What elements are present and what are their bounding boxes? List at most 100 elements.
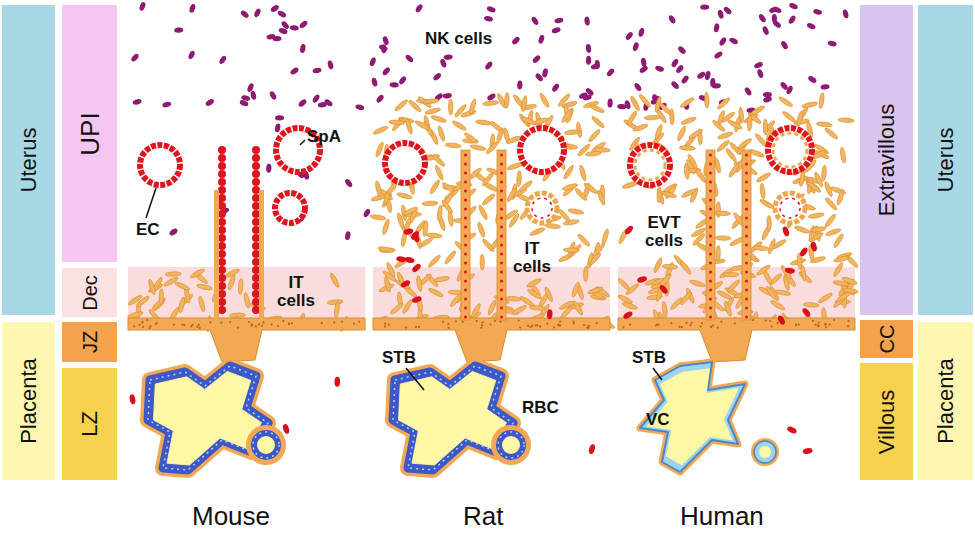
nk-cell (274, 123, 281, 133)
trophoblast-nucleus (481, 324, 483, 326)
nk-cell (756, 68, 764, 78)
red-blood-cell (400, 279, 411, 289)
nk-cell (772, 6, 782, 14)
spiral-artery-endothelium (140, 145, 180, 185)
trophoblast-cell (506, 162, 523, 171)
spiral-artery-endothelium (385, 143, 425, 183)
trophoblast-nucleus (519, 327, 521, 329)
trophoblast-nucleus (182, 324, 184, 326)
nk-cell (586, 56, 591, 65)
villus-small-syncytium (496, 430, 526, 460)
nk-cell (414, 3, 423, 13)
trophoblast-cell (463, 132, 479, 145)
nk-cell (584, 16, 590, 26)
trophoblast-nucleus (415, 326, 417, 328)
nk-cell (531, 54, 541, 64)
trophoblast-nucleus (482, 321, 484, 323)
vessel-dot (500, 316, 503, 319)
endothelial-cell (218, 290, 226, 298)
trophoblast-cell (430, 115, 447, 124)
trophoblast-cell (747, 115, 753, 131)
nk-cell (723, 6, 733, 16)
vessel-dot (464, 316, 467, 319)
endothelial-cell (252, 146, 260, 154)
trophoblast-cell (437, 205, 443, 221)
vessel-dot (464, 181, 467, 184)
red-blood-cell (636, 275, 647, 283)
endothelial-cell (218, 154, 226, 162)
vessel-dot (745, 190, 748, 193)
trophoblast-nucleus (358, 321, 360, 323)
trophoblast-cell (470, 144, 487, 152)
trophoblast-cell (622, 181, 639, 190)
trophoblast-cell (601, 229, 610, 246)
trophoblast-cell (527, 288, 543, 300)
nk-cell (289, 25, 299, 32)
trophoblast-nucleus (825, 326, 827, 328)
nk-cell (758, 13, 767, 23)
vessel-dot (745, 163, 748, 166)
trophoblast-cell (632, 123, 649, 133)
villus-small (751, 438, 779, 466)
nk-cell (713, 50, 723, 60)
red-blood-cell (403, 228, 414, 236)
nk-cell (205, 98, 215, 107)
trophoblast-cell (654, 124, 664, 141)
vessel-dot (500, 244, 503, 247)
trophoblast-cell (378, 246, 395, 254)
vessel-dot (464, 262, 467, 265)
nk-cell (578, 91, 588, 99)
trophoblast-cell (382, 270, 398, 283)
vessel-dot (745, 298, 748, 301)
trophoblast-cell (723, 300, 732, 317)
trophoblast-cell (778, 96, 794, 108)
endothelial-cell (252, 298, 260, 306)
trophoblast-cell (329, 272, 340, 288)
vessel-dot (709, 289, 712, 292)
nk-cell (788, 2, 798, 10)
vessel-dot (709, 154, 712, 157)
trophoblast-cell (838, 117, 854, 123)
trophoblast-nucleus (271, 323, 273, 325)
trophoblast-nucleus (388, 324, 390, 326)
leader-line (653, 368, 662, 380)
trophoblast-cell (416, 275, 423, 292)
vessel-dot (709, 298, 712, 301)
trophoblast-cell (529, 227, 545, 237)
trophoblast-nucleus (686, 322, 688, 324)
endothelial-cell (252, 234, 260, 242)
trophoblast-cell (574, 187, 588, 202)
trophoblast-cell (679, 291, 692, 306)
region-band: LZ (62, 368, 117, 480)
endothelial-cell (252, 218, 260, 226)
trophoblast-nucleus (828, 323, 830, 325)
vessel-dot (709, 163, 712, 166)
nk-cell (670, 58, 679, 68)
nk-cell (312, 67, 322, 74)
vessel-dot (500, 163, 503, 166)
trophoblast-nucleus (795, 324, 797, 326)
trophoblast-cell (148, 279, 157, 296)
remodelled-artery-dots (780, 198, 800, 218)
trophoblast-cell (127, 294, 143, 306)
trophoblast-cell (444, 250, 457, 265)
region-band: UPI (62, 5, 117, 262)
endothelial-cell (252, 274, 260, 282)
trophoblast-nucleus (812, 320, 814, 322)
nk-cell (551, 82, 560, 92)
trophoblast-cell (840, 147, 847, 163)
structure-label: VC (646, 411, 670, 429)
trophoblast-cell (539, 92, 551, 108)
trophoblast-cell (374, 181, 382, 198)
nk-cell (298, 20, 308, 30)
trophoblast-cell (198, 296, 206, 313)
trophoblast-cell (750, 104, 766, 116)
villus-small (491, 425, 531, 465)
red-blood-cell (411, 263, 422, 274)
nk-cell (218, 55, 227, 65)
nk-cell (655, 65, 665, 73)
trophoblast-nucleus (710, 326, 712, 328)
trophoblast-cell (372, 125, 388, 136)
red-blood-cell (658, 284, 669, 295)
